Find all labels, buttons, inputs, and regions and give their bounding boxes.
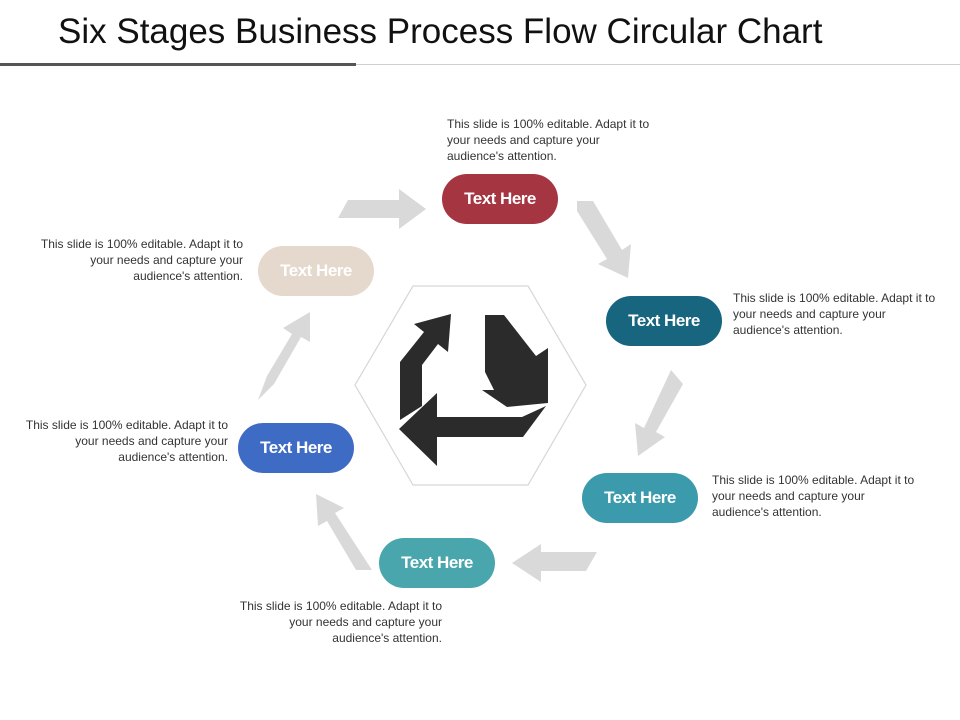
stage-4-pill[interactable]: Text Here: [379, 538, 495, 588]
stage-2-description: This slide is 100% editable. Adapt it to…: [733, 291, 936, 337]
stage-1-description: This slide is 100% editable. Adapt it to…: [447, 117, 650, 163]
stage-1-pill[interactable]: Text Here: [442, 174, 558, 224]
stage-3-label: Text Here: [604, 488, 676, 507]
flow-arrow-3-to-4: [512, 544, 597, 582]
center-hexagon: [354, 285, 587, 486]
stage-4-label: Text Here: [401, 553, 473, 572]
stage-6-pill[interactable]: Text Here: [258, 246, 374, 296]
stage-2-pill[interactable]: Text Here: [606, 296, 722, 346]
stage-2-label: Text Here: [628, 311, 700, 330]
recycle-arrows-icon: [399, 314, 548, 466]
stage-1-label: Text Here: [464, 189, 536, 208]
stage-5-description: This slide is 100% editable. Adapt it to…: [25, 418, 228, 464]
stage-3-description: This slide is 100% editable. Adapt it to…: [712, 473, 915, 519]
flow-arrow-4-to-5: [316, 494, 372, 570]
stage-5-label: Text Here: [260, 438, 332, 457]
flow-arrow-5-to-6: [258, 312, 310, 400]
flow-arrows: [258, 189, 683, 582]
flow-arrow-1-to-2: [577, 201, 631, 278]
flow-arrow-2-to-3: [635, 370, 683, 456]
stage-6-description: This slide is 100% editable. Adapt it to…: [40, 237, 243, 283]
title-accent-bar: [0, 63, 356, 66]
stage-4-description: This slide is 100% editable. Adapt it to…: [239, 599, 442, 645]
stage-5-pill[interactable]: Text Here: [238, 423, 354, 473]
stage-3-pill[interactable]: Text Here: [582, 473, 698, 523]
stage-6-label: Text Here: [280, 261, 352, 280]
title-divider: [0, 64, 960, 65]
page-title: Six Stages Business Process Flow Circula…: [58, 12, 823, 51]
flow-arrow-6-to-1: [338, 189, 426, 229]
